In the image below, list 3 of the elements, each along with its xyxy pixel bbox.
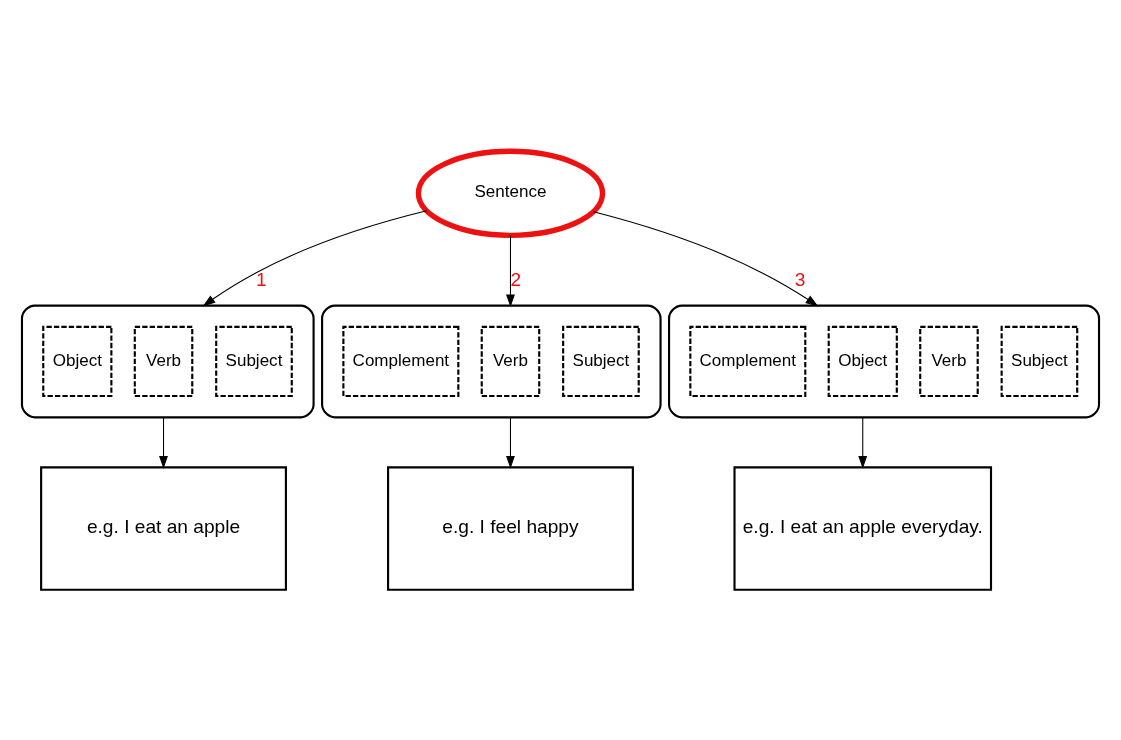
edge-label: 1 bbox=[256, 268, 267, 290]
edge-label: 3 bbox=[794, 268, 806, 290]
edge-label: 2 bbox=[510, 268, 522, 290]
